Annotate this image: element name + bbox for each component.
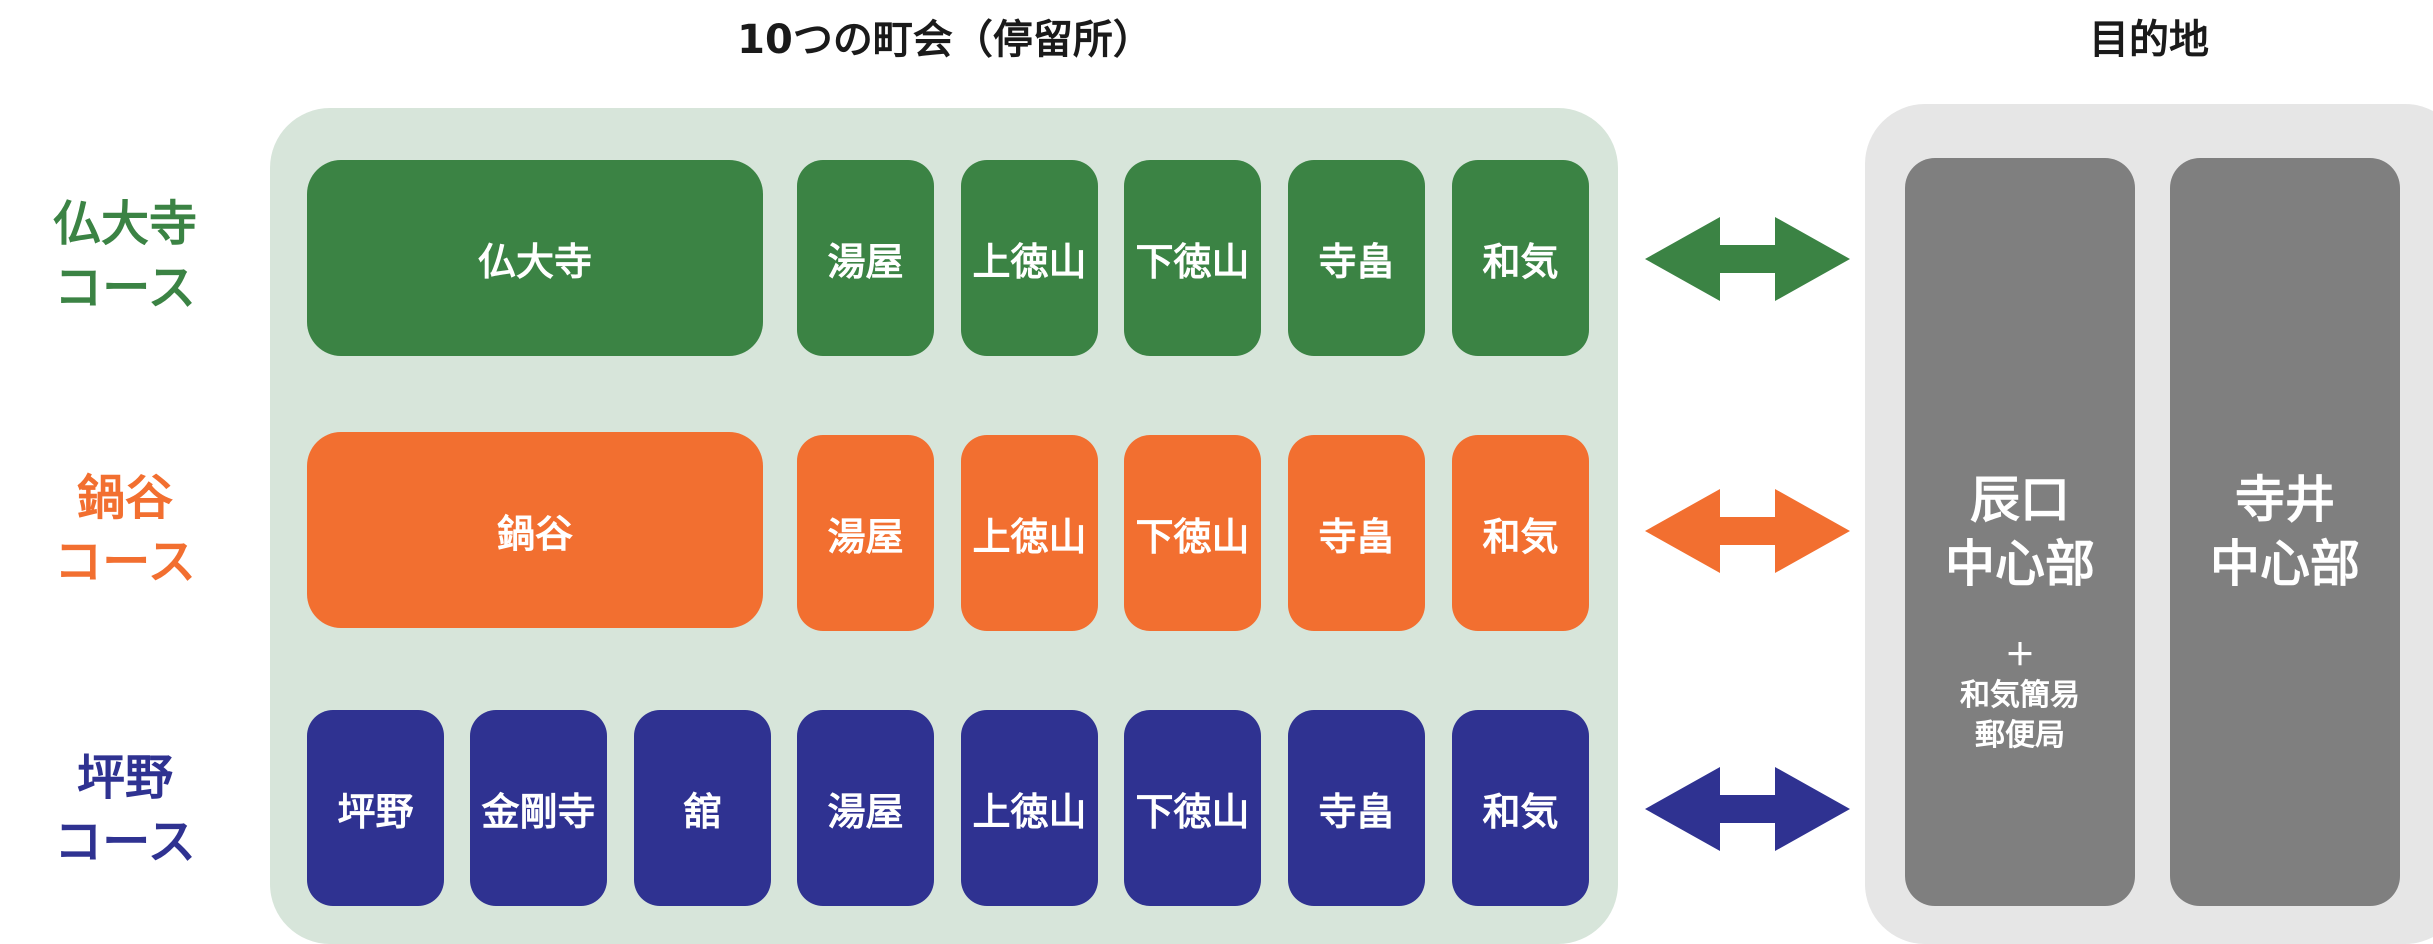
stop-tachi: 舘 bbox=[634, 710, 771, 906]
stop-kamitokuyama: 上徳山 bbox=[961, 160, 1098, 356]
stop-butsudaiji: 仏大寺 bbox=[307, 160, 763, 356]
stop-yuya: 湯屋 bbox=[797, 160, 934, 356]
stop-kamitokuyama: 上徳山 bbox=[961, 710, 1098, 906]
stop-shimotokuyama: 下徳山 bbox=[1124, 160, 1261, 356]
destination-heading: 目的地 bbox=[2089, 17, 2209, 63]
stop-terabatake: 寺畠 bbox=[1288, 710, 1425, 906]
stop-wake: 和気 bbox=[1452, 435, 1589, 631]
stop-wake: 和気 bbox=[1452, 710, 1589, 906]
stop-kongoji: 金剛寺 bbox=[470, 710, 607, 906]
destination-terai: 寺井 中心部 bbox=[2170, 158, 2400, 906]
destination-name-line2: 中心部 bbox=[2210, 535, 2360, 593]
destination-name-line2: 中心部 bbox=[1945, 535, 2095, 593]
stop-yuya: 湯屋 bbox=[797, 435, 934, 631]
course-label-name: 仏大寺 bbox=[52, 196, 197, 252]
destination-name-line1: 寺井 bbox=[2235, 471, 2335, 529]
stop-wake: 和気 bbox=[1452, 160, 1589, 356]
course-label-nabeya: 鍋谷 コース bbox=[20, 466, 230, 594]
destination-name: 寺井 中心部 bbox=[2170, 468, 2400, 596]
stop-terabatake: 寺畠 bbox=[1288, 435, 1425, 631]
course-label-suffix: コース bbox=[54, 260, 196, 316]
double-headed-arrow-icon bbox=[1645, 767, 1850, 851]
destination-name-line1: 辰口 bbox=[1970, 471, 2070, 529]
course-label-suffix: コース bbox=[54, 814, 196, 870]
destination-note-line2: 郵便局 bbox=[1975, 718, 2065, 753]
plus-sign: ＋ bbox=[2005, 638, 2035, 673]
destination-tatsuguchi: 辰口 中心部 ＋ 和気簡易 郵便局 bbox=[1905, 158, 2135, 906]
destination-note-line1: 和気簡易 bbox=[1960, 678, 2080, 713]
stop-kamitokuyama: 上徳山 bbox=[961, 435, 1098, 631]
stop-tsubono: 坪野 bbox=[307, 710, 444, 906]
stop-yuya: 湯屋 bbox=[797, 710, 934, 906]
stop-shimotokuyama: 下徳山 bbox=[1124, 435, 1261, 631]
course-label-name: 坪野 bbox=[76, 750, 173, 806]
stop-terabatake: 寺畠 bbox=[1288, 160, 1425, 356]
stops-heading: 10つの町会（停留所） bbox=[737, 17, 1153, 63]
destination-name: 辰口 中心部 bbox=[1905, 468, 2135, 596]
destination-note: ＋ 和気簡易 郵便局 bbox=[1905, 636, 2135, 756]
course-label-butsudaiji: 仏大寺 コース bbox=[20, 192, 230, 320]
double-headed-arrow-icon bbox=[1645, 489, 1850, 573]
course-label-name: 鍋谷 bbox=[76, 470, 173, 526]
stop-nabeya: 鍋谷 bbox=[307, 432, 763, 628]
course-label-tsubono: 坪野 コース bbox=[20, 746, 230, 874]
course-label-suffix: コース bbox=[54, 534, 196, 590]
stop-shimotokuyama: 下徳山 bbox=[1124, 710, 1261, 906]
double-headed-arrow-icon bbox=[1645, 217, 1850, 301]
